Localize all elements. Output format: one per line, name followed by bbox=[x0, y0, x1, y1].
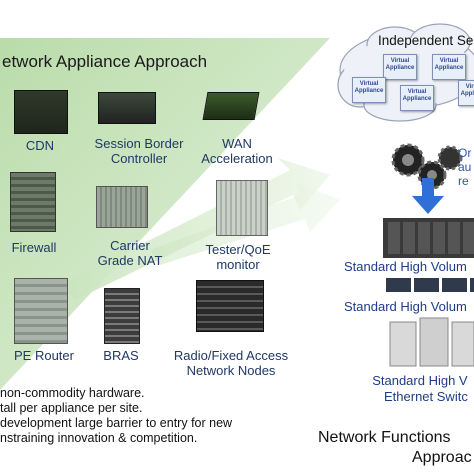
cdn-label-line: CDN bbox=[25, 138, 55, 153]
firewall-image bbox=[10, 172, 56, 232]
cdn-device-image bbox=[14, 90, 68, 134]
tester-label-line-1: Tester/QoE bbox=[205, 242, 271, 257]
servers-label-2: Standard High Volum bbox=[344, 299, 467, 314]
switches-graphic bbox=[389, 317, 474, 367]
bras-label-line: BRAS bbox=[103, 348, 139, 363]
radio-label-line-1: Radio/Fixed Access bbox=[173, 348, 289, 363]
nfv-title-line-1: Network Functions bbox=[318, 429, 451, 446]
server-racks-graphic bbox=[383, 218, 474, 258]
tester-label-line-2: monitor bbox=[216, 257, 260, 272]
wan-acceleration-label: WAN Acceleration bbox=[192, 136, 282, 166]
gears-icon bbox=[391, 143, 463, 190]
orchestration-note: Or au re bbox=[458, 146, 471, 188]
virtual-appliance-box: Virtual Appliance bbox=[352, 77, 386, 103]
sbc-label-line-1: Session Border bbox=[94, 136, 184, 151]
bullet-item: development large barrier to entry for n… bbox=[0, 416, 233, 430]
carrier-grade-nat-label: Carrier Grade NAT bbox=[90, 238, 170, 268]
wan-acceleration-image bbox=[202, 92, 260, 120]
pe-router-image bbox=[14, 278, 68, 344]
bras-image bbox=[104, 288, 140, 344]
firewall-label-line: Firewall bbox=[11, 240, 57, 255]
carrier-grade-nat-image bbox=[96, 186, 148, 228]
radio-label-line-2: Network Nodes bbox=[186, 363, 276, 378]
green-wedge bbox=[0, 38, 330, 390]
session-border-controller-label: Session Border Controller bbox=[84, 136, 194, 166]
session-border-controller-image bbox=[98, 92, 156, 124]
virtual-appliance-box: Virtual Appliance bbox=[383, 54, 417, 80]
bras-label: BRAS bbox=[96, 348, 146, 363]
nfv-title-line-2: Approac bbox=[412, 449, 472, 466]
wan-label-line-2: Acceleration bbox=[201, 151, 273, 166]
cgnat-label-line-2: Grade NAT bbox=[97, 253, 163, 268]
radio-fixed-access-image bbox=[196, 280, 264, 332]
cgnat-label-line-1: Carrier bbox=[110, 238, 150, 253]
bullet-item: tall per appliance per site. bbox=[0, 401, 143, 415]
tester-qoe-label: Tester/QoE monitor bbox=[198, 242, 278, 272]
servers-label-1: Standard High Volum bbox=[344, 259, 467, 274]
switches-label-line-2: Ethernet Switc bbox=[384, 389, 468, 404]
wan-label-line-1: WAN bbox=[222, 136, 252, 151]
cloud-title: Independent Se bbox=[378, 33, 474, 48]
radio-fixed-access-label: Radio/Fixed Access Network Nodes bbox=[160, 348, 302, 378]
switches-label: Standard High V Ethernet Switc bbox=[372, 373, 468, 405]
nfv-approach-title: Network Functions Approac bbox=[318, 428, 472, 468]
note-line: Or bbox=[458, 146, 472, 160]
firewall-label: Firewall bbox=[4, 240, 64, 255]
pe-router-label-line: PE Router bbox=[14, 348, 74, 363]
note-line: au bbox=[458, 160, 472, 174]
note-line: re bbox=[458, 174, 469, 188]
blade-servers-graphic bbox=[386, 278, 474, 292]
bullet-item: nstraining innovation & competition. bbox=[0, 431, 198, 445]
network-appliance-title: etwork Appliance Approach bbox=[2, 52, 208, 71]
virtual-appliance-box: Virtual Appliance bbox=[400, 85, 434, 111]
virtual-appliance-box: Virtual Appliance bbox=[458, 80, 474, 106]
down-arrow bbox=[412, 178, 444, 214]
virtual-appliance-box: Virtual Appliance bbox=[432, 54, 466, 80]
tester-qoe-image bbox=[216, 180, 268, 236]
pe-router-label: PE Router bbox=[6, 348, 82, 363]
bullet-list: non-commodity hardware. tall per applian… bbox=[0, 386, 232, 446]
switches-label-line-1: Standard High V bbox=[372, 373, 468, 388]
cdn-label: CDN bbox=[10, 138, 70, 153]
bullet-item: non-commodity hardware. bbox=[0, 386, 145, 400]
sbc-label-line-2: Controller bbox=[110, 151, 168, 166]
